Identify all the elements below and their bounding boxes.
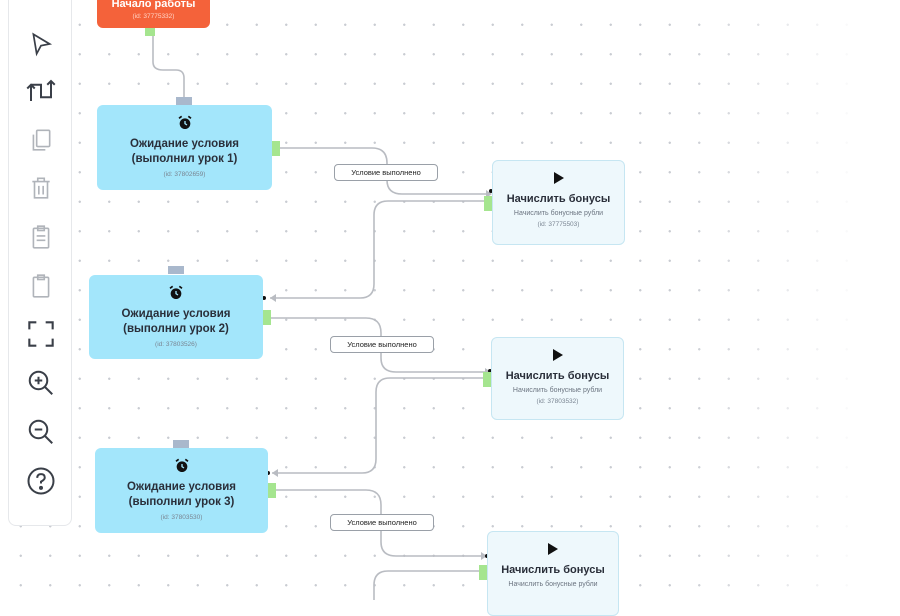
input-port[interactable]: [176, 97, 192, 105]
node-subtitle: (выполнил урок 3): [128, 496, 235, 508]
alarm-clock-icon: [95, 458, 268, 476]
node-title: Ожидание условия: [121, 308, 231, 320]
zoom-in-icon[interactable]: [25, 367, 57, 399]
edge-label[interactable]: Условие выполнено: [334, 164, 438, 181]
node-description: Начислить бонусные рубли: [508, 581, 598, 588]
input-port[interactable]: [173, 440, 189, 448]
node-bonus-1[interactable]: Начислить бонусы Начислить бонусные рубл…: [492, 160, 625, 245]
node-wait-2[interactable]: Ожидание условия (выполнил урок 2) (id: …: [89, 275, 263, 359]
output-port[interactable]: [484, 196, 492, 211]
node-title: Начислить бонусы: [506, 193, 611, 205]
zoom-out-icon[interactable]: [25, 416, 57, 448]
swap-arrows-icon[interactable]: [25, 75, 57, 107]
node-description: Начислить бонусные рубли: [513, 210, 604, 217]
trash-icon[interactable]: [25, 172, 57, 204]
editor-toolbar: [8, 0, 72, 526]
edge-start-wait1: [152, 35, 185, 99]
output-port[interactable]: [483, 372, 491, 387]
node-id: (id: 37803532): [536, 398, 579, 405]
clipboard-list-icon[interactable]: [25, 221, 57, 253]
play-icon: [493, 171, 624, 187]
node-description: Начислить бонусные рубли: [512, 387, 603, 394]
node-title: Ожидание условия: [126, 481, 236, 493]
alarm-clock-icon: [89, 285, 263, 303]
output-port[interactable]: [263, 310, 271, 325]
output-port[interactable]: [268, 483, 276, 498]
play-icon: [492, 348, 623, 364]
node-title: Ожидание условия: [129, 138, 239, 150]
node-id: (id: 37775503): [537, 221, 580, 228]
node-id: (id: 37803526): [155, 341, 197, 348]
clipboard-icon[interactable]: [25, 270, 57, 302]
copy-icon[interactable]: [25, 124, 57, 156]
connection-dot: [262, 296, 266, 300]
fit-screen-icon[interactable]: [25, 318, 57, 350]
output-port[interactable]: [272, 141, 280, 156]
edge-label[interactable]: Условие выполнено: [330, 336, 434, 353]
edge-bonus2-wait3: [272, 377, 484, 474]
edge-label[interactable]: Условие выполнено: [330, 514, 434, 531]
input-port[interactable]: [168, 266, 184, 274]
node-subtitle: (выполнил урок 2): [123, 323, 229, 335]
node-title: Начало работы: [111, 0, 196, 10]
node-start[interactable]: Начало работы (id: 37775332): [97, 0, 210, 28]
node-subtitle: (выполнил урок 1): [131, 153, 238, 165]
node-wait-1[interactable]: Ожидание условия (выполнил урок 1) (id: …: [97, 105, 272, 190]
play-icon: [488, 542, 618, 558]
node-id: (id: 37775332): [132, 13, 175, 20]
select-pointer-icon[interactable]: [25, 28, 57, 60]
arrowhead: [481, 552, 487, 560]
output-port[interactable]: [145, 28, 155, 36]
node-id: (id: 37803530): [160, 514, 203, 521]
node-wait-3[interactable]: Ожидание условия (выполнил урок 3) (id: …: [95, 448, 268, 533]
help-icon[interactable]: [25, 465, 57, 497]
node-bonus-3[interactable]: Начислить бонусы Начислить бонусные рубл…: [487, 531, 619, 616]
node-bonus-2[interactable]: Начислить бонусы Начислить бонусные рубл…: [491, 337, 624, 420]
edge-bonus1-wait2: [270, 200, 484, 299]
arrowhead: [272, 469, 278, 477]
node-title: Начислить бонусы: [501, 564, 605, 576]
node-id: (id: 37802659): [163, 171, 206, 178]
node-title: Начислить бонусы: [505, 370, 610, 382]
arrowhead: [270, 294, 276, 302]
alarm-clock-icon: [97, 115, 272, 133]
output-port[interactable]: [479, 565, 487, 580]
edge-bonus3-next: [373, 570, 479, 600]
